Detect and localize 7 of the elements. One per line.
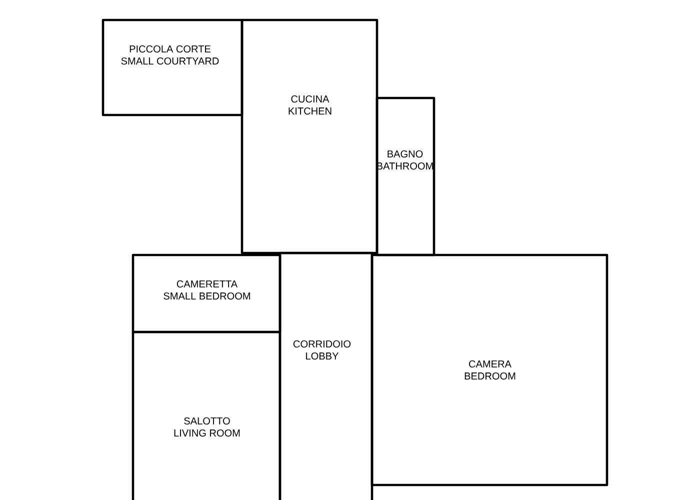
room: CAMERETTA SMALL BEDROOM — [132, 254, 282, 334]
room: CAMERA BEDROOM — [370, 254, 608, 486]
room: BAGNO BATHROOM — [376, 96, 436, 256]
room: SALOTTO LIVING ROOM — [132, 330, 282, 500]
room: CUCINA KITCHEN — [240, 18, 378, 254]
room: PICCOLA CORTE SMALL COURTYARD — [102, 18, 244, 116]
room: CORRIDOIO LOBBY — [278, 252, 374, 500]
